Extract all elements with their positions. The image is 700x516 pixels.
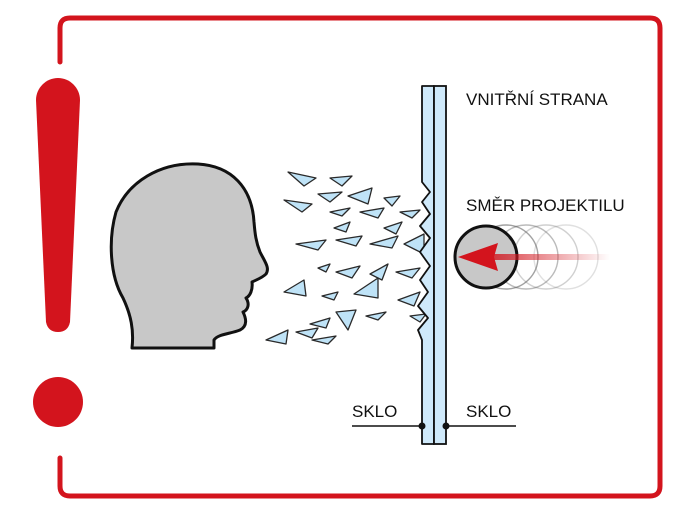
inner-side-label: VNITŘNÍ STRANA: [466, 90, 608, 109]
glass-fragment: [397, 291, 421, 307]
glass-fragment: [383, 221, 403, 235]
glass-fragment: [295, 239, 327, 251]
glass-fragment: [317, 263, 331, 273]
glass-fragment: [409, 313, 427, 323]
glass-fragment: [395, 267, 421, 279]
glass-fragment: [365, 311, 387, 321]
glass-fragment: [329, 175, 353, 187]
projectile-direction-label: SMĚR PROJEKTILU: [466, 196, 625, 215]
glass-fragment: [295, 327, 319, 339]
glass-fragment: [347, 187, 373, 205]
glass-fragment: [369, 235, 399, 249]
glass-fragment: [335, 235, 363, 247]
glass-fragment: [353, 277, 379, 299]
glass-fragments: [265, 171, 427, 345]
warning-frame: [57, 15, 663, 499]
glass-fragment: [329, 207, 351, 217]
glass-right-label: SKLO: [466, 402, 511, 421]
glass-fragment: [403, 233, 425, 255]
glass-fragment: [369, 263, 389, 281]
glass-left-label: SKLO: [352, 402, 397, 421]
glass-fragment: [265, 329, 289, 345]
outer-glass-pane: [433, 85, 447, 445]
glass-fragment: [333, 221, 351, 233]
glass-fragment: [321, 291, 339, 301]
exclamation-mark-icon: [33, 78, 83, 427]
glass-fragment: [283, 279, 307, 297]
glass-fragment: [399, 209, 421, 219]
glass-fragment: [383, 195, 401, 207]
glass-fragment: [283, 199, 313, 213]
projectile-direction-arrow: [458, 243, 610, 271]
glass-fragment: [335, 265, 361, 279]
glass-fragment: [335, 309, 357, 331]
glass-fragment: [359, 207, 385, 219]
human-head-silhouette-icon: [109, 162, 269, 350]
inner-glass-pane: [417, 85, 435, 445]
glass-panes: [417, 85, 447, 445]
glass-fragment: [309, 317, 331, 329]
glass-fragment: [311, 335, 337, 345]
glass-fragment: [287, 171, 317, 187]
glass-fragment: [317, 191, 343, 203]
glass-leader-dots: [418, 422, 450, 430]
